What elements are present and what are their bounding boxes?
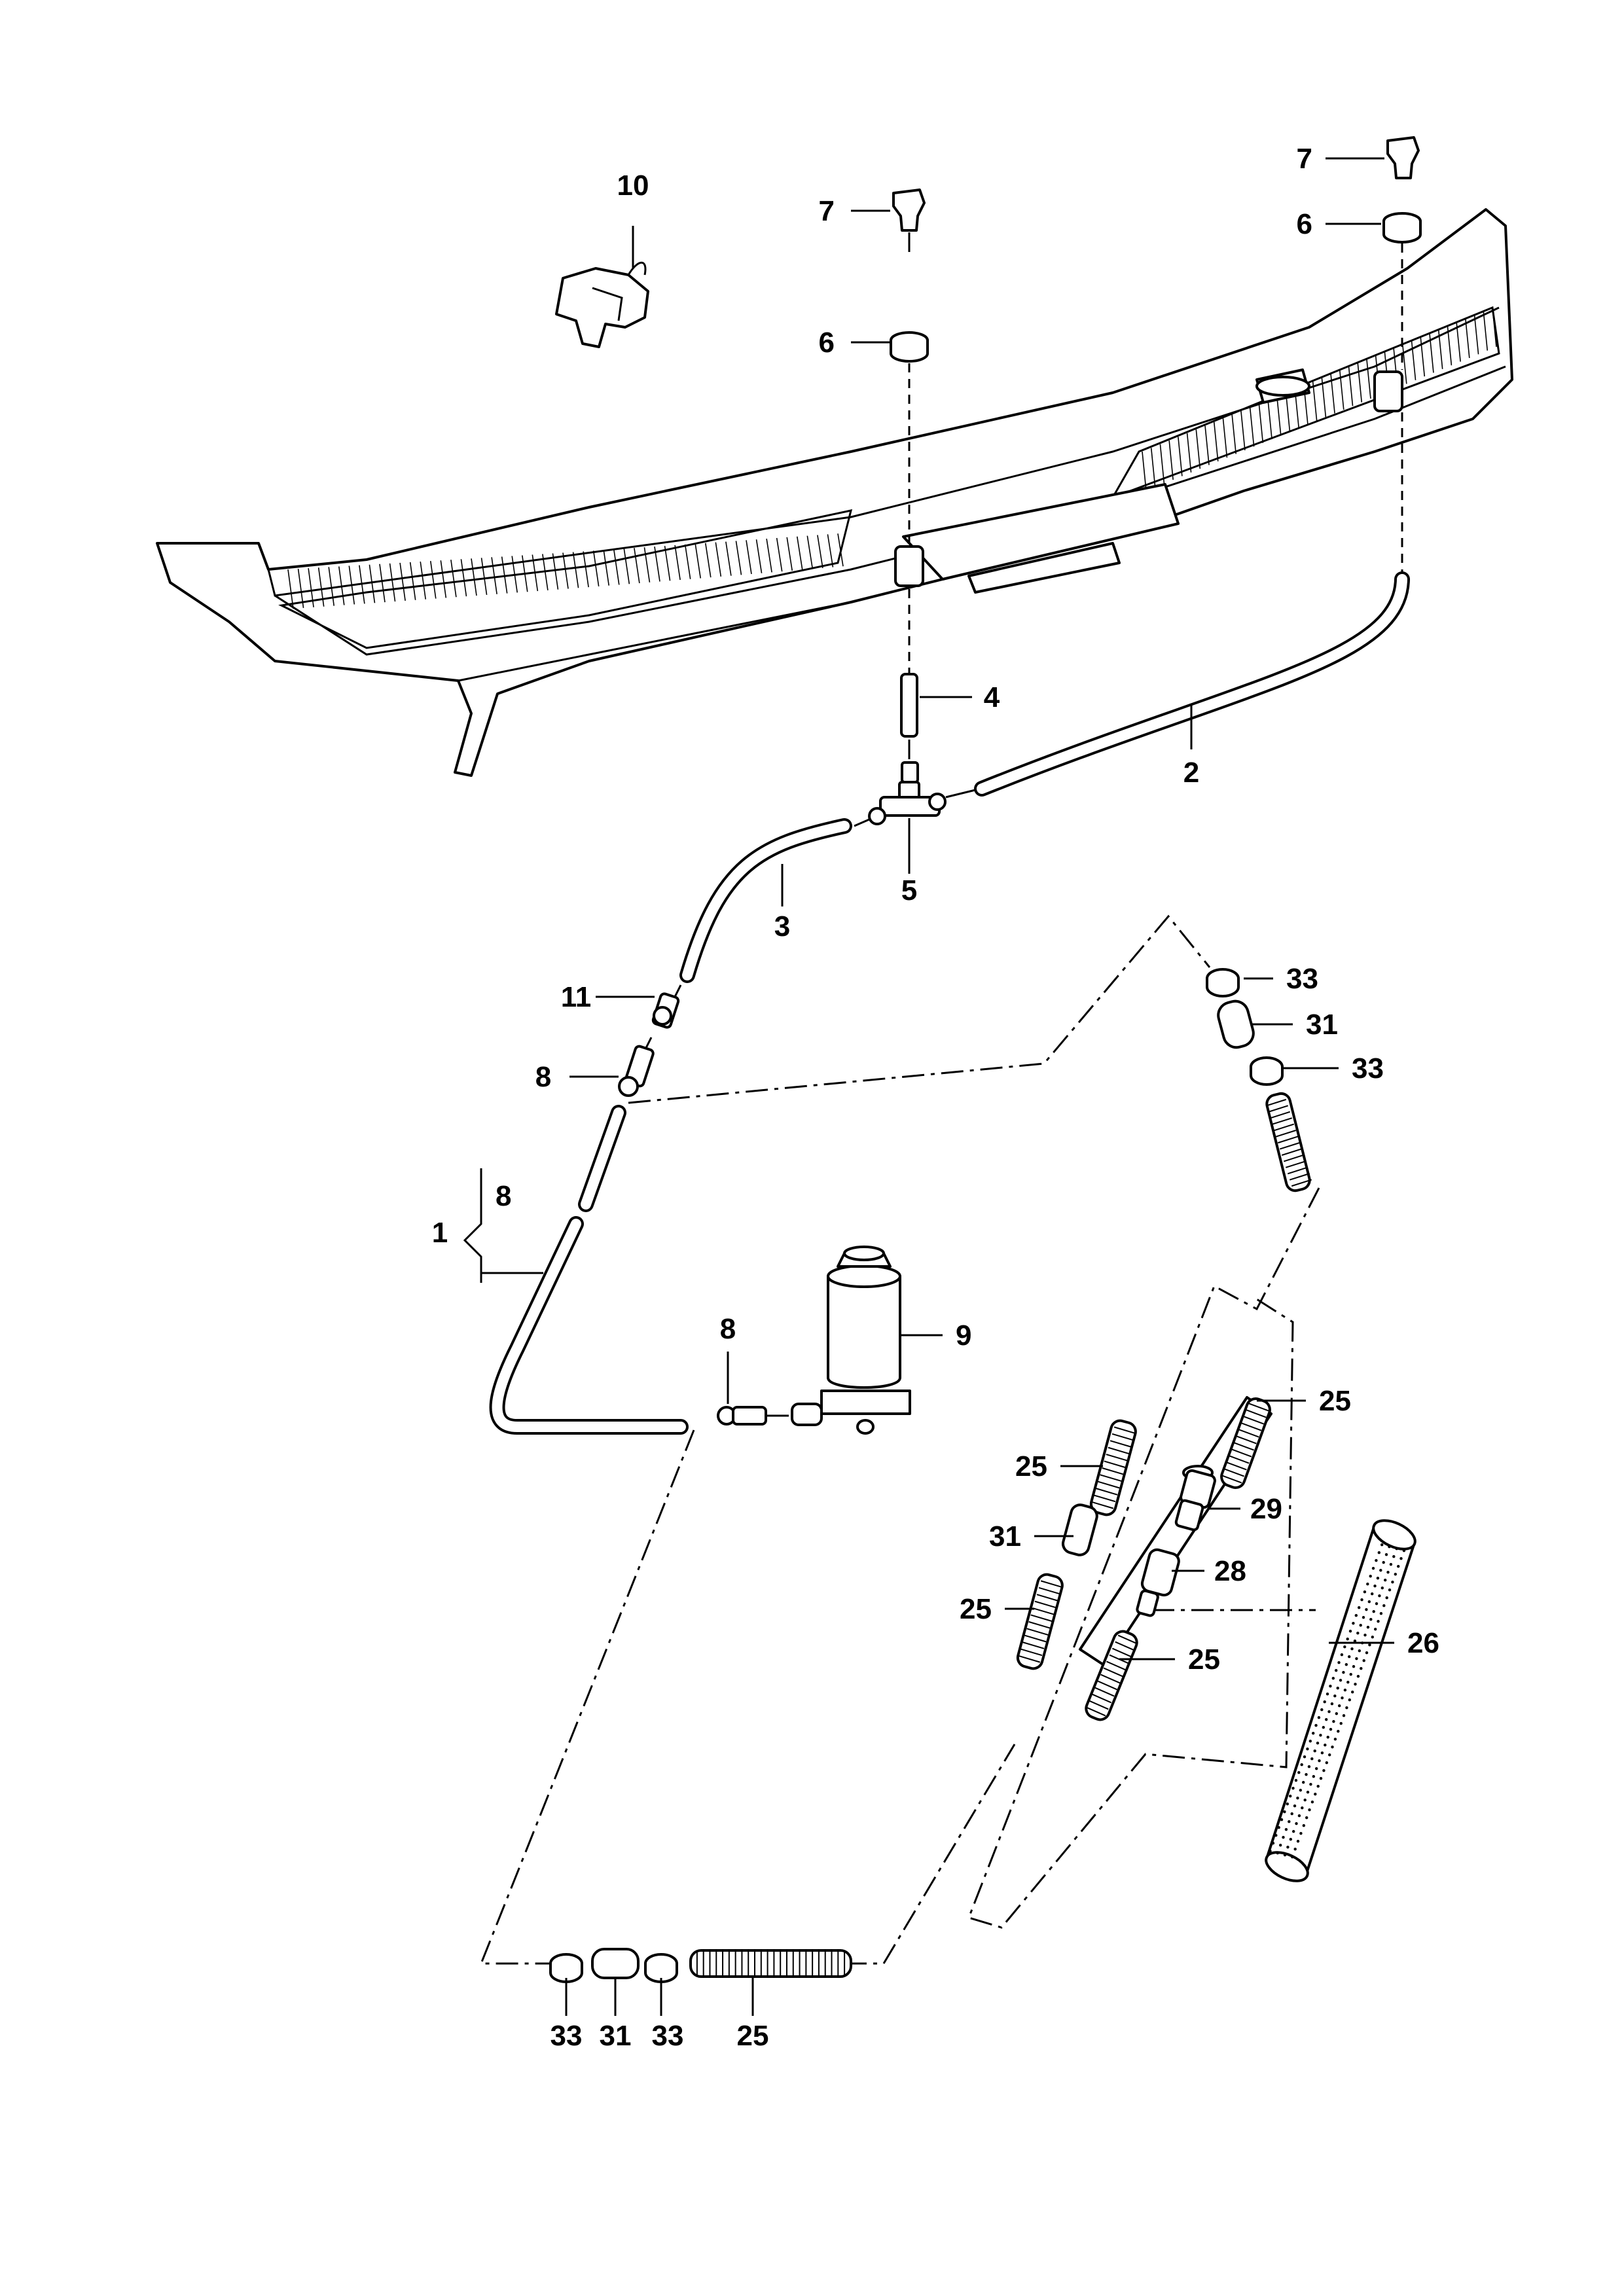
protective-sleeve-26: [1265, 1519, 1416, 1882]
callout-25-lower: 25: [737, 2020, 769, 2052]
hose-clip-10: [555, 261, 649, 348]
callout-8-lower: 8: [720, 1313, 736, 1345]
hose-4: [900, 673, 918, 759]
callout-3: 3: [774, 910, 790, 942]
tube-holder-assembly: [1079, 1396, 1272, 1721]
callout-33-lower-b: 33: [652, 2020, 684, 2052]
corrugated-hose-25-upper: [1265, 1092, 1312, 1193]
cowl-drain-hole: [1255, 376, 1310, 397]
washer-nozzle-7-right: [1386, 136, 1420, 179]
hose-2: [974, 571, 1410, 797]
hose-clamp-33-lower-a: [549, 1953, 583, 1983]
callout-31-middle: 31: [989, 1520, 1021, 1552]
corrugated-hose-25-b: [1016, 1573, 1064, 1670]
grommet-6-left: [890, 331, 929, 363]
callout-8-bracket: 8: [496, 1180, 511, 1212]
corrugated-hose-25-a: [1089, 1419, 1137, 1516]
callout-25-right-bottom: 25: [1188, 1643, 1220, 1676]
connector-sleeve-31-upper: [1217, 999, 1255, 1049]
leader-lines: [565, 157, 1394, 2016]
connector-28: [1136, 1548, 1180, 1617]
assembly-line-kit-middle: [967, 1187, 1320, 1929]
callout-28: 28: [1214, 1555, 1246, 1587]
corrugated-hose-25-lower: [689, 1949, 852, 1978]
assembly-line-kit-lower-right: [844, 1744, 1016, 1965]
connector-11: [651, 984, 682, 1029]
callout-33-upper-2: 33: [1352, 1052, 1384, 1085]
callout-5: 5: [901, 874, 917, 906]
callout-7-right: 7: [1297, 143, 1312, 175]
nozzle-boss-right: [1373, 370, 1403, 412]
cowl-panel: [156, 208, 1513, 777]
hose-3: [679, 818, 852, 983]
callout-9: 9: [956, 1319, 971, 1352]
callout-4: 4: [984, 681, 1000, 713]
corrugated-hose-25-d: [1085, 1630, 1138, 1721]
callout-6-left: 6: [819, 327, 835, 359]
grommet-6-right: [1382, 212, 1422, 243]
connector-sleeve-31-lower: [591, 1948, 640, 1979]
t-connector-5: [854, 761, 976, 864]
callout-25-right-top: 25: [1319, 1385, 1351, 1417]
nozzle-boss-left: [894, 545, 924, 587]
callout-labels: 10 7 6 7 6 4 2 3 5 11 8 8 1 8 9 33 31 33…: [432, 143, 1439, 2052]
hose-clamp-33-lower-b: [644, 1953, 678, 1983]
callout-31-lower: 31: [600, 2020, 632, 2052]
callout-7-left: 7: [819, 195, 835, 227]
callout-29: 29: [1250, 1493, 1282, 1525]
washer-pump-9: [791, 1246, 943, 1435]
bracket-1: [463, 1168, 482, 1283]
washer-nozzle-7-left: [892, 188, 926, 252]
callout-1: 1: [432, 1217, 448, 1249]
hose-clamp-33-upper-2: [1250, 1056, 1284, 1086]
connector-8-lower: [717, 1406, 789, 1426]
callout-11: 11: [561, 981, 592, 1013]
assembly-line-kit-lower-left: [479, 1429, 695, 1965]
callout-8-upper: 8: [535, 1061, 551, 1093]
callout-6-right: 6: [1297, 208, 1312, 240]
cowl-recess-center: [902, 483, 1180, 581]
callout-10: 10: [617, 170, 649, 202]
callout-31-upper: 31: [1306, 1009, 1338, 1041]
callout-26: 26: [1407, 1627, 1439, 1659]
connector-29: [1174, 1465, 1216, 1532]
callout-33-upper: 33: [1286, 963, 1318, 995]
connector-sleeve-31-middle: [1061, 1503, 1098, 1556]
callout-25-left-top: 25: [1015, 1450, 1047, 1482]
callout-33-lower-a: 33: [550, 2020, 583, 2052]
hose-1: [489, 1105, 689, 1435]
assembly-line-kit-upper: [628, 914, 1211, 1104]
callout-25-left-bottom: 25: [960, 1593, 992, 1625]
cowl-recess-inner: [967, 542, 1121, 594]
hose-clamp-33-upper: [1206, 968, 1240, 997]
callout-2: 2: [1183, 757, 1199, 789]
connector-8-upper: [618, 1037, 655, 1097]
